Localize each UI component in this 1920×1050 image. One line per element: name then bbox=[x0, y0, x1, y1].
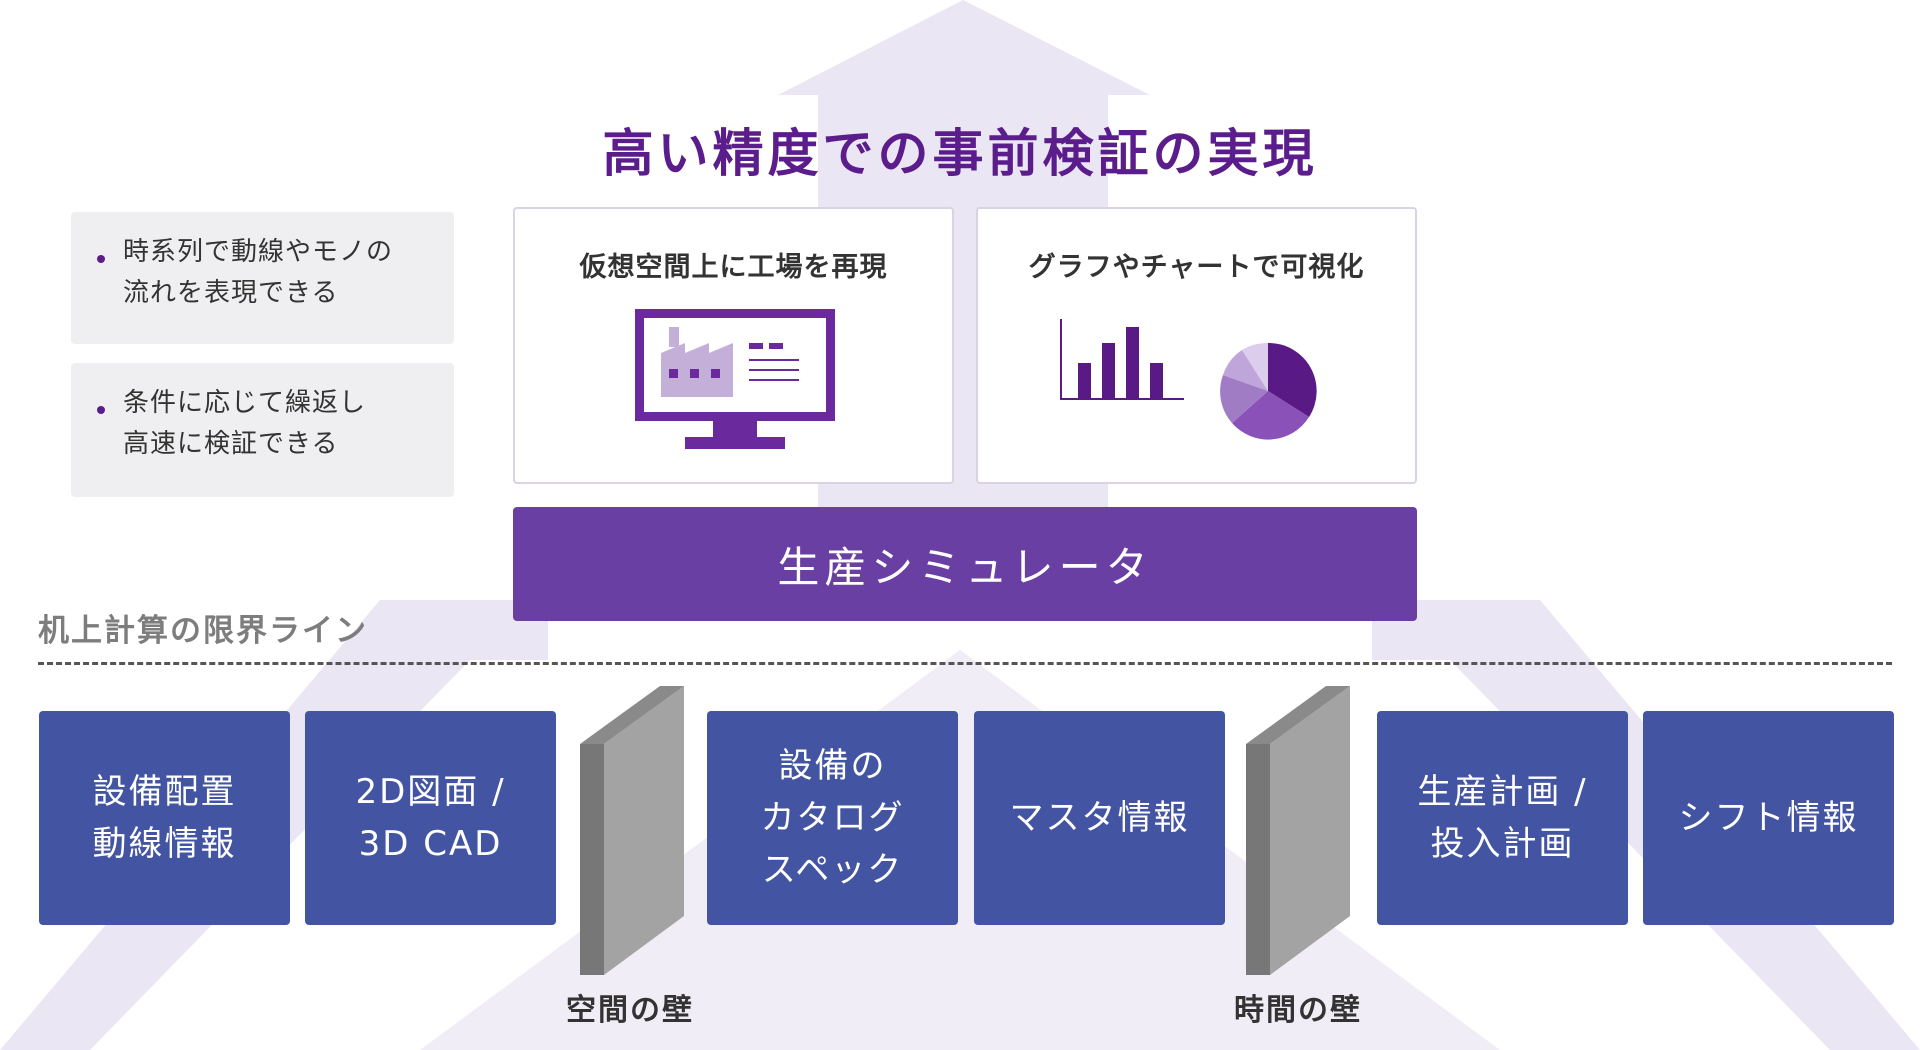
input-box-shift-info: シフト情報 bbox=[1643, 711, 1894, 925]
limit-dashed-line bbox=[38, 662, 1892, 665]
bullet-dot-icon bbox=[97, 406, 105, 414]
card-virtual-factory: 仮想空間上に工場を再現 bbox=[513, 207, 954, 484]
center-arrow-lower bbox=[420, 650, 1500, 1050]
factory-monitor-icon bbox=[635, 309, 835, 449]
card-title: グラフやチャートで可視化 bbox=[1028, 252, 1365, 283]
input-box-layout-flow: 設備配置 動線情報 bbox=[39, 711, 290, 925]
input-box-cad: 2D図面 / 3D CAD bbox=[305, 711, 556, 925]
note-text: 時系列で動線やモノの 流れを表現できる bbox=[123, 237, 394, 308]
input-box-master-info: マスタ情報 bbox=[974, 711, 1225, 925]
space-wall-icon bbox=[580, 686, 684, 975]
time-wall-icon bbox=[1246, 686, 1350, 975]
space-wall-label: 空間の壁 bbox=[566, 993, 694, 1028]
time-wall-label: 時間の壁 bbox=[1234, 993, 1362, 1028]
simulator-bar: 生産シミュレータ bbox=[513, 507, 1417, 621]
input-box-production-plan: 生産計画 / 投入計画 bbox=[1377, 711, 1628, 925]
note-text: 条件に応じて繰返し 高速に検証できる bbox=[123, 388, 367, 459]
input-box-equipment-spec: 設備の カタログ スペック bbox=[707, 711, 958, 925]
note-card-repeat: 条件に応じて繰返し 高速に検証できる bbox=[71, 363, 454, 497]
bullet-dot-icon bbox=[97, 255, 105, 263]
note-card-timeseries: 時系列で動線やモノの 流れを表現できる bbox=[71, 212, 454, 344]
limit-line-label: 机上計算の限界ライン bbox=[38, 613, 368, 649]
bar-and-pie-chart-icon bbox=[1060, 319, 1317, 440]
card-title: 仮想空間上に工場を再現 bbox=[579, 252, 888, 283]
page-title: 高い精度での事前検証の実現 bbox=[602, 125, 1318, 184]
card-visualization: グラフやチャートで可視化 bbox=[976, 207, 1417, 484]
